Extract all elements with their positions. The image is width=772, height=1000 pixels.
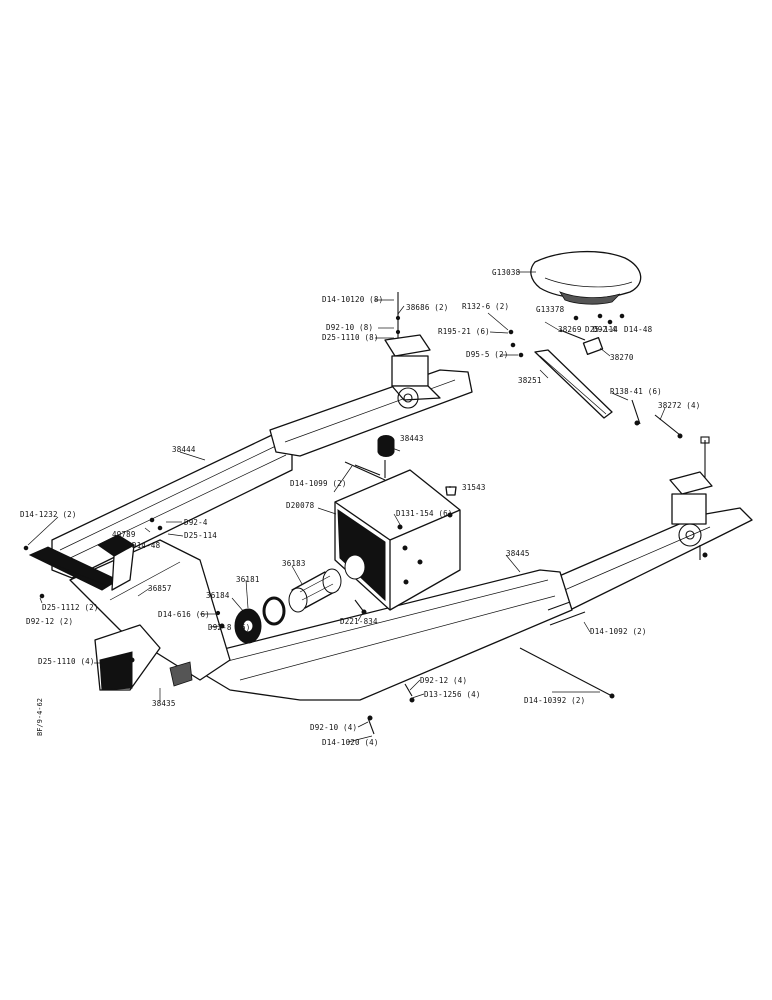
center-housing bbox=[334, 435, 461, 611]
callout-r195-21: R195-21 (6) bbox=[438, 327, 490, 336]
callout-d14-48-top: D14-48 bbox=[624, 325, 653, 334]
callout-38270: 38270 bbox=[610, 353, 634, 362]
callout-38269: 38269 bbox=[558, 325, 582, 334]
callout-d25-114-left: D25-114 bbox=[184, 531, 217, 540]
right-post bbox=[669, 436, 713, 560]
callout-d92-4-left: D92-4 bbox=[184, 518, 208, 527]
callout-d25-114-top: D25-114 bbox=[585, 325, 618, 334]
callout-d14-616: D14-616 (6) bbox=[158, 610, 210, 619]
callout-d95-5: D95-5 (2) bbox=[466, 350, 508, 359]
callout-36183: 36183 bbox=[282, 559, 306, 568]
callout-36181: 36181 bbox=[236, 575, 260, 584]
callout-36184: 36184 bbox=[206, 591, 230, 600]
callout-r138-41: R138-41 (6) bbox=[610, 387, 662, 396]
callout-38444: 38444 bbox=[172, 445, 196, 454]
callout-d92-12-4: D92-12 (4) bbox=[420, 676, 467, 685]
callout-38435: 38435 bbox=[152, 699, 176, 708]
callout-d20078: D20078 bbox=[286, 501, 315, 510]
shaft-assembly bbox=[215, 568, 367, 644]
callout-38686: 38686 (2) bbox=[406, 303, 448, 312]
foot-plates bbox=[28, 534, 193, 691]
callout-d92-10-4: D92-10 (4) bbox=[310, 723, 357, 732]
fasteners bbox=[23, 464, 615, 735]
callouts: G13038 D14-10120 (8) 38686 (2) D92-10 (8… bbox=[20, 268, 700, 747]
callout-d14-1232: D14-1232 (2) bbox=[20, 510, 77, 519]
callout-38272: 38272 (4) bbox=[658, 401, 700, 410]
callout-g13038: G13038 bbox=[492, 268, 521, 277]
callout-d92-10-8: D92-10 (8) bbox=[326, 323, 373, 332]
callout-49789: 49789 bbox=[112, 530, 136, 539]
callout-d92-12-2: D92-12 (2) bbox=[26, 617, 73, 626]
left-post bbox=[384, 292, 441, 409]
callout-d92-8: D92-8 (6) bbox=[208, 623, 250, 632]
callout-d14-1099: D14-1099 (2) bbox=[290, 479, 347, 488]
callout-d14-48-left: D14-48 bbox=[132, 541, 161, 550]
figure-number: BF/9-4-62 bbox=[36, 698, 44, 736]
callout-d25-1110-4: D25-1110 (4) bbox=[38, 657, 95, 666]
callout-r132-6: R132-6 (2) bbox=[462, 302, 509, 311]
callout-d14-10392: D14-10392 (2) bbox=[524, 696, 585, 705]
callout-d14-1092: D14-1092 (2) bbox=[590, 627, 647, 636]
callout-38445: 38445 bbox=[506, 549, 530, 558]
callout-38443: 38443 bbox=[400, 434, 424, 443]
callout-d25-1110-8: D25-1110 (8) bbox=[322, 333, 379, 342]
callout-d131-154: D131-154 (6) bbox=[396, 509, 453, 518]
callout-d92-4-top: D92-4 bbox=[593, 325, 617, 334]
callout-d14-1020: D14-1020 (4) bbox=[322, 738, 379, 747]
callout-d13-1256: D13-1256 (4) bbox=[424, 690, 481, 699]
callout-g13378: G13378 bbox=[536, 305, 565, 314]
seat bbox=[530, 250, 642, 305]
callout-31543: 31543 bbox=[462, 483, 486, 492]
callout-d221-834: D221-834 bbox=[340, 617, 378, 626]
callout-d14-10120: D14-10120 (8) bbox=[322, 295, 383, 304]
seat-hardware bbox=[508, 313, 683, 439]
callout-d25-1112: D25-1112 (2) bbox=[42, 603, 99, 612]
leader-lines bbox=[27, 271, 666, 743]
callout-36857: 36857 bbox=[148, 584, 172, 593]
callout-38251: 38251 bbox=[518, 376, 542, 385]
